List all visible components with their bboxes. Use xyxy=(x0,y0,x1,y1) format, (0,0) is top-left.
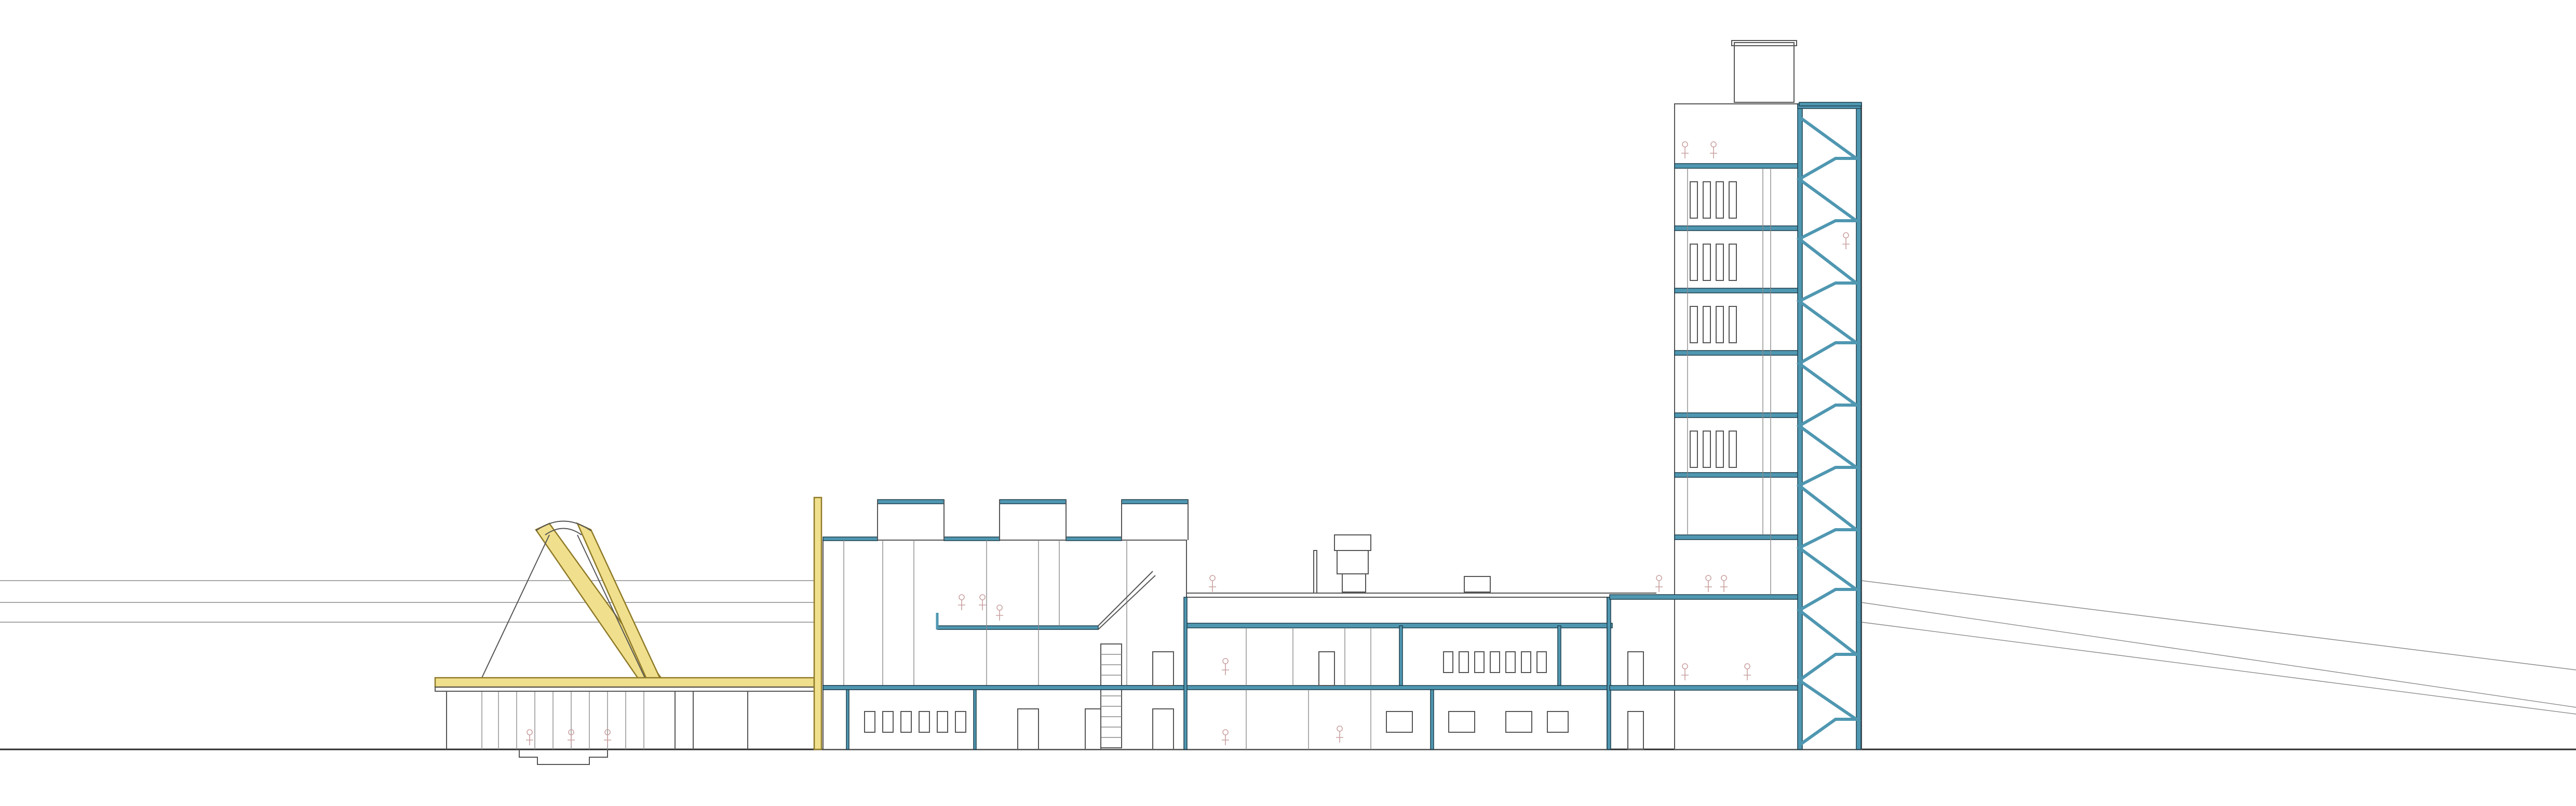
timber-canopy xyxy=(434,496,822,750)
stair-core xyxy=(1098,571,1156,748)
left-horizon-lines xyxy=(0,580,815,623)
human-figures xyxy=(526,141,1850,745)
tower xyxy=(1609,40,1862,750)
low-block-with-sawtooth-roof xyxy=(822,499,1189,750)
roof-terrace xyxy=(1186,534,1656,598)
central-block xyxy=(822,597,1644,750)
tower-stair xyxy=(1796,115,1862,747)
conical-pavilion xyxy=(481,520,665,765)
landscape-slope-lines xyxy=(1861,580,2576,715)
